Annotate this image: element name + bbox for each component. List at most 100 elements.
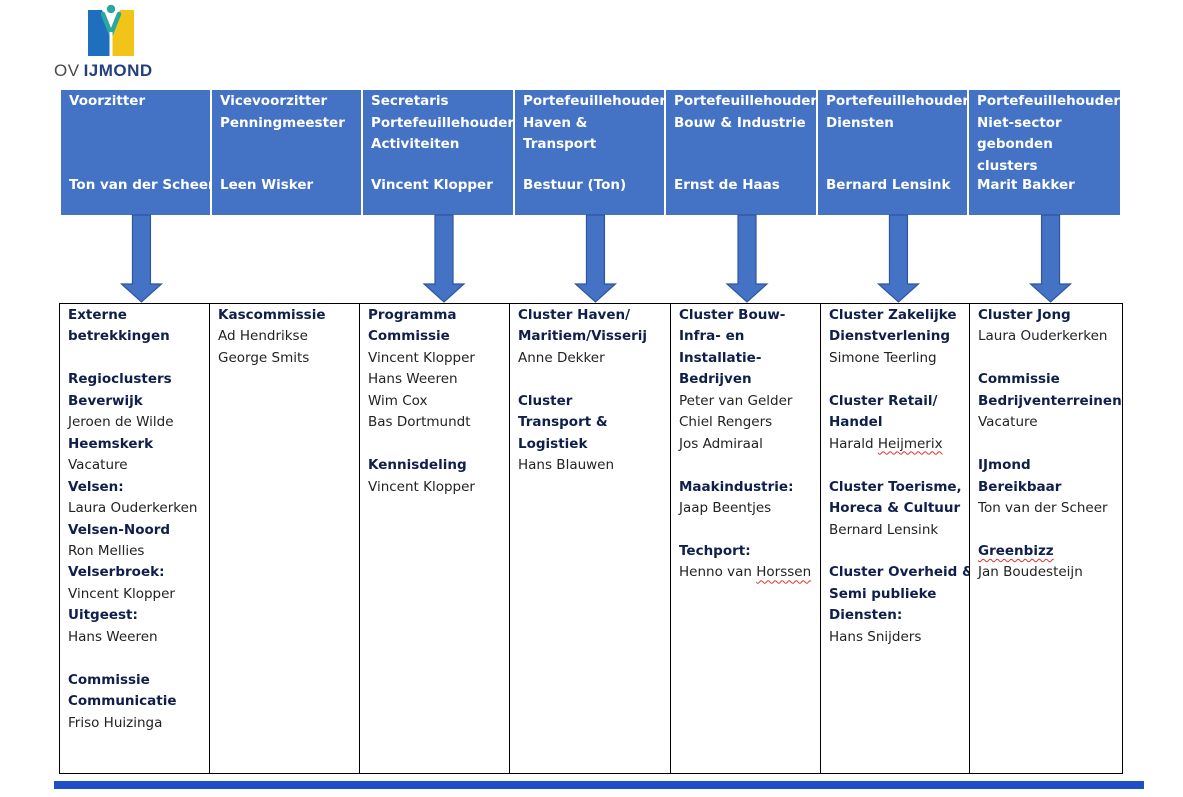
member-name: Bas Dortmundt (368, 414, 471, 431)
spellcheck-underline: Horssen (756, 564, 812, 581)
spacer-line (978, 348, 1117, 369)
member-name: Ad Hendrikse (218, 328, 308, 345)
role-person: Vincent Klopper (371, 177, 493, 193)
section-heading: Commissie (68, 671, 150, 688)
member-name: Bernard Lensink (829, 521, 939, 538)
member-name: Hans Weeren (68, 628, 158, 645)
spacer-line (978, 520, 1117, 541)
spellcheck-underline: Heijmerix (877, 435, 943, 452)
role-person: Leen Wisker (220, 177, 314, 193)
section-heading: Cluster Haven/ (518, 307, 631, 323)
section-heading: Velsen: (68, 478, 124, 495)
section-heading: Dienstverlening (829, 328, 950, 345)
member-name: Laura Ouderkerken (68, 500, 198, 517)
section-heading: Beverwijk (68, 392, 143, 409)
section-heading: Cluster Retail/ (829, 392, 938, 409)
role-person: Bestuur (Ton) (523, 177, 627, 193)
section-heading: Commissie (368, 328, 450, 345)
role-title: Voorzitter (69, 93, 146, 109)
section-heading: betrekkingen (68, 328, 170, 345)
section-heading: Communicatie (68, 693, 177, 710)
section-heading: Cluster Toerisme, (829, 478, 962, 495)
spacer-line (829, 369, 965, 390)
role-title: Portefeuillehouder Bouw & Industrie (674, 93, 818, 131)
section-heading: Cluster (518, 392, 573, 409)
member-name: Ton van der Scheer (978, 500, 1108, 517)
spacer-line (368, 434, 505, 455)
member-name: Wim Cox (368, 392, 428, 409)
role-title: Portefeuillehouder Haven & Transport (523, 93, 667, 152)
member-name: Hans Blauwen (518, 457, 615, 474)
section-heading: Techport: (679, 542, 751, 559)
spacer-line (978, 434, 1117, 455)
section-heading: Transport & (518, 414, 608, 431)
spacer-line (829, 541, 965, 562)
down-arrow-icon (725, 214, 769, 303)
member-name: Simone Teerling (829, 349, 937, 366)
role-person: Bernard Lensink (826, 177, 951, 193)
role-title: Vicevoorzitter Penningmeester (220, 93, 345, 131)
section-heading: Greenbizz (978, 541, 1117, 562)
spacer-line (679, 455, 816, 476)
member-name: Harald Heijmerix (829, 435, 943, 452)
member-name: Vacature (978, 414, 1038, 431)
section-heading: Velserbroek: (68, 564, 165, 581)
section-heading: Maritiem/Visserij (518, 328, 648, 345)
role-title: Portefeuillehouder Diensten (826, 93, 970, 131)
section-heading: Programma (368, 307, 457, 323)
member-name: Hans Snijders (829, 628, 922, 645)
section-heading: Cluster Bouw- (679, 307, 786, 323)
logo-emblem-icon (88, 4, 134, 56)
role-person: Ton van der Scheer (69, 177, 215, 193)
member-name: Vincent Klopper (68, 585, 175, 602)
member-name: George Smits (218, 349, 310, 366)
section-heading: Cluster Zakelijke (829, 307, 957, 323)
section-heading: Logistiek (518, 435, 588, 452)
member-name: Chiel Rengers (679, 414, 773, 431)
member-name: Ron Mellies (68, 542, 145, 559)
role-box-3: Secretaris Portefeuillehouder Activiteit… (363, 90, 515, 215)
role-person: Marit Bakker (977, 177, 1075, 193)
role-title: Portefeuillehouder Niet-sector gebonden … (977, 93, 1121, 174)
role-person: Ernst de Haas (674, 177, 780, 193)
footer-bar (54, 781, 1144, 789)
member-name: Jaap Beentjes (679, 500, 772, 517)
section-heading: Kascommissie (218, 307, 326, 323)
section-heading: Kennisdeling (368, 457, 467, 474)
section-heading: Bereikbaar (978, 478, 1062, 495)
section-heading: Cluster Overheid & (829, 564, 970, 581)
spacer-line (829, 455, 965, 476)
section-heading: Bedrijven (679, 371, 752, 388)
member-name: Vacature (68, 457, 128, 474)
logo-brand: IJMOND (83, 61, 153, 80)
section-heading: Cluster Jong (978, 307, 1071, 323)
section-heading: Semi publieke (829, 585, 937, 602)
member-name: Vincent Klopper (368, 349, 475, 366)
section-heading: IJmond (978, 457, 1031, 474)
member-name: Henno van Horssen (679, 564, 812, 581)
section-heading: Externe (68, 307, 127, 323)
member-name: Hans Weeren (368, 371, 458, 388)
down-arrow-icon (1028, 214, 1073, 303)
section-heading: Diensten: (829, 607, 903, 624)
section-heading: Maakindustrie: (679, 478, 794, 495)
section-heading: Installatie- (679, 349, 762, 366)
role-title: Secretaris Portefeuillehouder Activiteit… (371, 93, 515, 152)
section-heading: Horeca & Cultuur (829, 500, 961, 517)
